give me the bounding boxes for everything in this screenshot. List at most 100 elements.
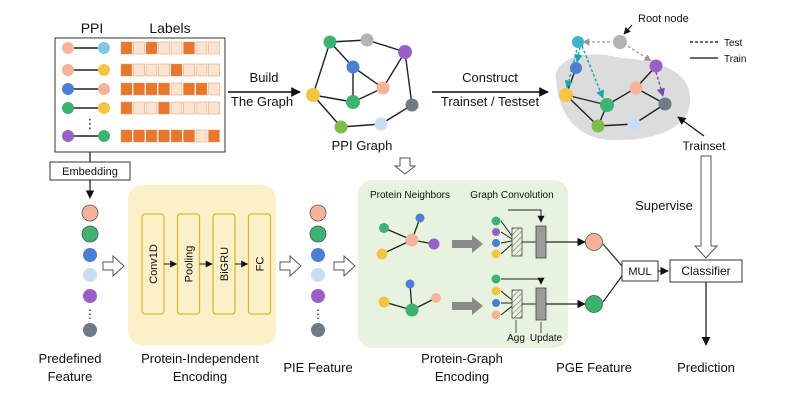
label-cell [208,82,220,96]
feature-node [83,248,97,262]
pge-to-mul-line [602,275,623,303]
input-node [492,299,500,307]
pie-layer-label: BiGRU [219,247,231,281]
split-graph: Root node Test Train Trainset [555,13,746,153]
graph-node [559,88,573,102]
label-cell [120,41,133,55]
legend-train-label: Train [724,54,746,65]
graph-to-pge-arrow [393,157,417,175]
graph-node [629,81,643,95]
pge-feature: PGE Feature [556,233,632,375]
graph-conv-block-1 [491,209,547,259]
output-head: MUL Classifier Prediction [621,259,743,375]
protein-b-node [98,64,110,76]
pie-layer-label: Conv1D [148,244,160,284]
label-cell [120,82,133,96]
construct-step: Construct Trainset / Testset [432,70,549,109]
protein-a-node [62,83,74,95]
graph-node [591,119,605,133]
graph-node [658,97,672,111]
graph-node [376,248,388,260]
pie-caption-1: Protein-Independent [141,351,259,366]
classifier-label: Classifier [681,264,730,278]
label-cell [145,101,158,115]
pge-to-mul-line [602,243,623,267]
label-cell [158,41,170,55]
label-cell [120,129,133,143]
graph-node [360,33,374,47]
graph-node [379,223,389,233]
label-cell [195,41,208,55]
graph-node [570,62,582,74]
graph-node [376,81,390,95]
label-cell [145,129,158,143]
graph-node [600,98,614,112]
label-cell [133,63,145,77]
label-cell [195,129,208,143]
embedding-label: Embedding [62,166,118,178]
graph-node [572,36,584,48]
supervise-label: Supervise [635,198,693,213]
center-node [405,233,419,247]
supervise-arrow: Supervise [635,155,719,259]
root-test-edge [627,45,652,62]
prediction-label: Prediction [677,360,735,375]
label-cell [183,63,195,77]
test-edge-cyan [574,46,583,63]
protein-b-node [98,83,110,95]
input-node [491,249,501,259]
input-node [491,286,501,296]
label-cell [145,41,158,55]
protein-b-node [98,102,110,114]
agg-label: Agg [507,333,525,344]
label-cell [208,101,220,115]
input-node [491,274,501,284]
input-node [491,216,501,226]
pie-module-bg [128,185,276,345]
feature-node [311,323,325,337]
protein-a-node [62,102,74,114]
agg-layer [511,289,523,319]
ppi-header: PPI [81,20,104,36]
label-cell [208,41,220,55]
label-cell [145,63,158,77]
label-cell [170,63,183,77]
label-cell [208,129,220,143]
graph-conv-block-2 [491,274,547,321]
label-cell [158,63,170,77]
pge-caption-1: Protein-Graph [421,351,503,366]
pie-feature-caption: PIE Feature [283,360,352,375]
ppi-graph-edges [312,39,413,128]
neighborhood-1 [376,213,440,260]
protein-b-node [98,130,110,142]
label-cell [145,82,158,96]
graph-node [405,279,415,289]
protein-a-node [62,130,74,142]
feature-ellipsis: ⋮ [84,307,96,321]
graph-node [378,296,390,308]
graph-node [346,60,360,74]
label-cell [120,101,133,115]
input-node [491,310,501,320]
mul-label: MUL [628,266,651,278]
feature-node [83,268,97,282]
label-cell [183,129,195,143]
test-edge-purple [655,71,665,97]
predefined-caption-2: Feature [48,369,93,384]
graph-node [649,59,663,73]
graph-node [431,293,441,303]
construct-label-1: Construct [462,70,518,85]
feature-node [311,268,325,282]
label-cell [195,63,208,77]
label-cell [208,63,220,77]
protein-b-node [98,42,110,54]
build-step: Build The Graph [228,70,301,109]
label-cell [170,82,183,96]
input-node [492,228,500,236]
label-cell [183,82,195,96]
to-pie-feature-hollow-arrow [279,254,302,278]
update-label: Update [530,333,563,344]
graph-node [428,238,440,250]
